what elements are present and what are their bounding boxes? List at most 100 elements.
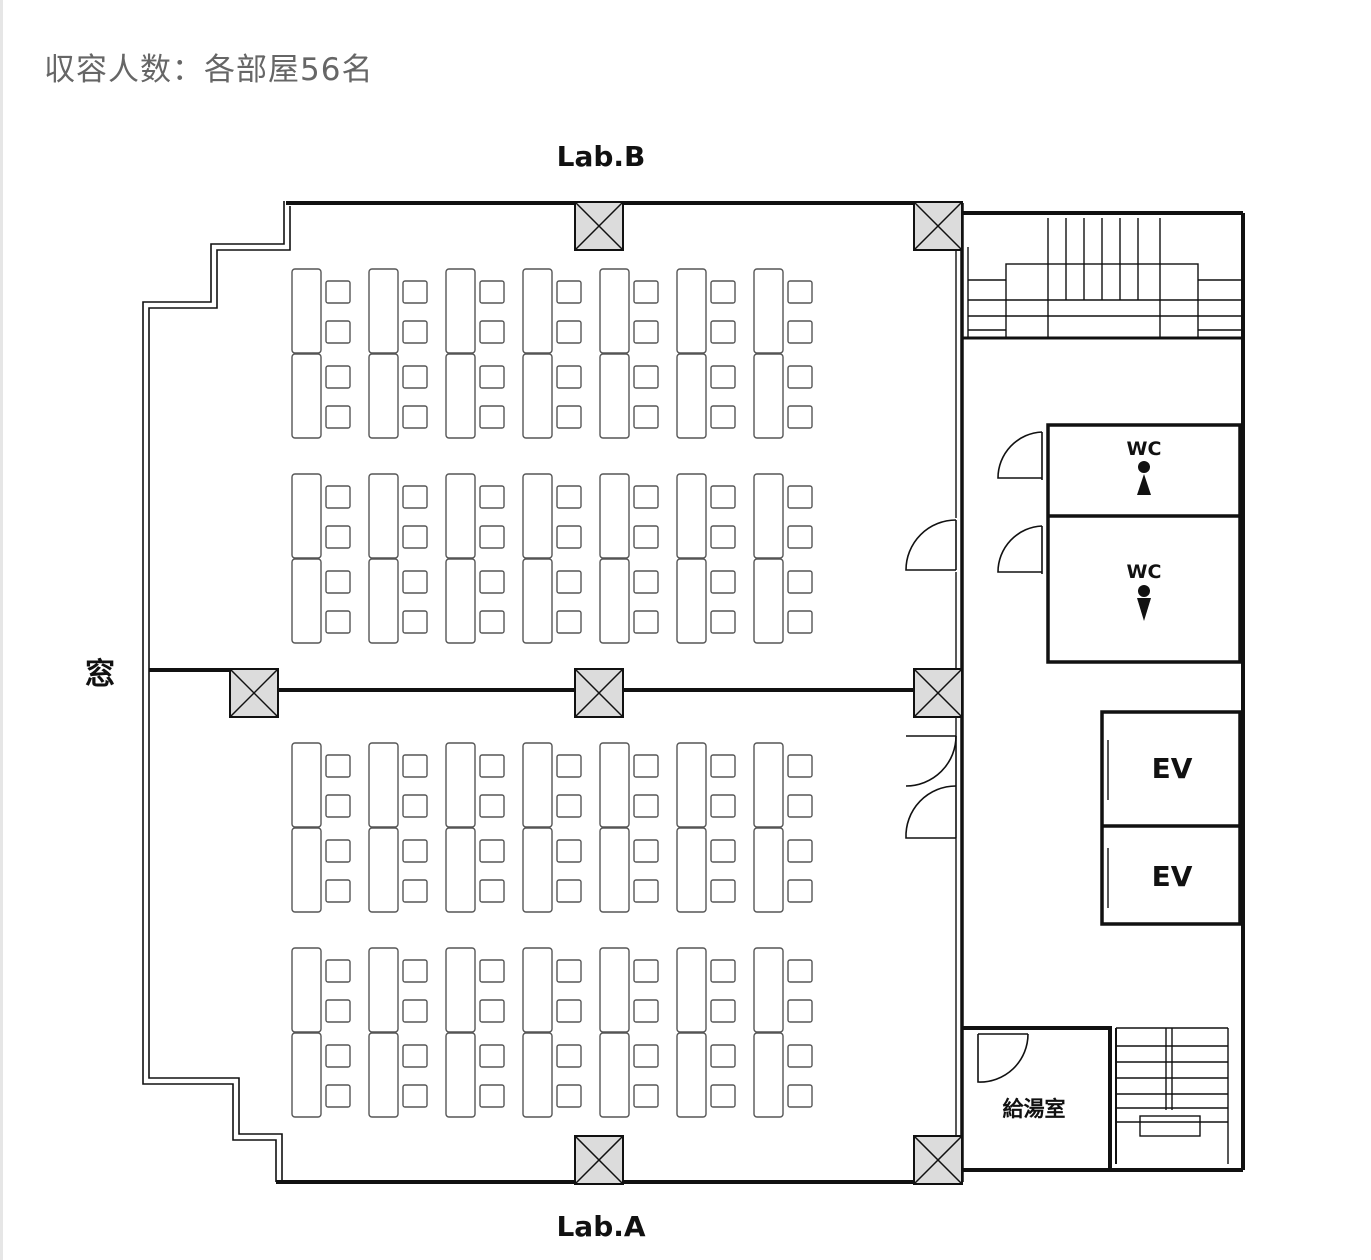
chair: [325, 525, 351, 549]
chair: [479, 610, 505, 634]
desk-cluster: [753, 268, 813, 439]
chair: [556, 794, 582, 818]
desk: [676, 947, 707, 1033]
chair: [633, 320, 659, 344]
desk: [599, 268, 630, 354]
chair: [787, 610, 813, 634]
desk-cluster: [676, 473, 736, 644]
chair: [556, 999, 582, 1023]
chair: [402, 320, 428, 344]
door-swing-icon: [905, 735, 957, 787]
chair: [787, 879, 813, 903]
desk-cluster: [445, 268, 505, 439]
chair: [479, 570, 505, 594]
desk: [291, 473, 322, 559]
chair: [479, 365, 505, 389]
chair: [787, 280, 813, 304]
chair: [402, 959, 428, 983]
chair: [787, 1084, 813, 1108]
chair: [479, 754, 505, 778]
desk-cluster: [753, 473, 813, 644]
lab-a-seating: [291, 742, 813, 1118]
chair: [710, 1084, 736, 1108]
chair: [633, 525, 659, 549]
pillar-cross-icon: [913, 201, 963, 251]
desk-cluster: [676, 742, 736, 913]
desk-cluster: [599, 473, 659, 644]
desk-cluster: [599, 947, 659, 1118]
desk-cluster: [753, 742, 813, 913]
chair: [787, 754, 813, 778]
chair: [633, 280, 659, 304]
desk-cluster: [368, 473, 428, 644]
desk: [676, 742, 707, 828]
kitchenette-room: [962, 1026, 1112, 1170]
chair: [710, 839, 736, 863]
chair: [556, 485, 582, 509]
desk: [368, 742, 399, 828]
chair: [633, 839, 659, 863]
male-icon: [1137, 585, 1151, 621]
desk: [676, 1032, 707, 1118]
pillar-cross-icon: [913, 1135, 963, 1185]
chair: [710, 485, 736, 509]
chair: [710, 570, 736, 594]
door-swing-icon: [905, 785, 957, 839]
chair: [556, 365, 582, 389]
chair: [710, 525, 736, 549]
chair: [402, 525, 428, 549]
desk: [445, 268, 476, 354]
desk: [291, 1032, 322, 1118]
desk: [599, 742, 630, 828]
chair: [325, 879, 351, 903]
desk: [676, 558, 707, 644]
chair: [325, 320, 351, 344]
desk: [445, 473, 476, 559]
desk-cluster: [676, 268, 736, 439]
pillar-cross-icon: [913, 668, 963, 718]
pillar-cross-icon: [574, 668, 624, 718]
desk-cluster: [368, 742, 428, 913]
wc-label-female: WC: [1127, 438, 1162, 460]
desk: [445, 827, 476, 913]
elevator-label-1: EV: [1152, 752, 1193, 785]
chair: [402, 405, 428, 429]
chair: [633, 610, 659, 634]
desk: [291, 268, 322, 354]
desk: [522, 558, 553, 644]
chair: [710, 959, 736, 983]
chair: [787, 570, 813, 594]
desk: [753, 827, 784, 913]
lab-b-label: Lab.B: [557, 140, 646, 173]
desk: [599, 353, 630, 439]
chair: [402, 1084, 428, 1108]
desk: [291, 947, 322, 1033]
chair: [479, 959, 505, 983]
chair: [710, 1044, 736, 1068]
kitchenette-label: 給湯室: [1003, 1097, 1066, 1121]
window-label: 窓: [85, 657, 115, 692]
window-wall: [142, 201, 291, 1182]
chair: [710, 610, 736, 634]
chair: [710, 754, 736, 778]
chair: [325, 839, 351, 863]
desk: [599, 947, 630, 1033]
desk-cluster: [676, 947, 736, 1118]
chair: [556, 839, 582, 863]
desk-cluster: [522, 473, 582, 644]
door-swing-icon: [905, 519, 957, 571]
stairs-icon: [1115, 1027, 1229, 1164]
chair: [710, 320, 736, 344]
desk: [368, 473, 399, 559]
desk: [753, 268, 784, 354]
chair: [325, 999, 351, 1023]
door-swing-icon: [977, 1033, 1029, 1083]
chair: [556, 405, 582, 429]
chair: [633, 754, 659, 778]
chair: [787, 405, 813, 429]
lab-b-seating: [291, 268, 813, 644]
desk-cluster: [522, 742, 582, 913]
desk-cluster: [522, 268, 582, 439]
desk: [522, 1032, 553, 1118]
